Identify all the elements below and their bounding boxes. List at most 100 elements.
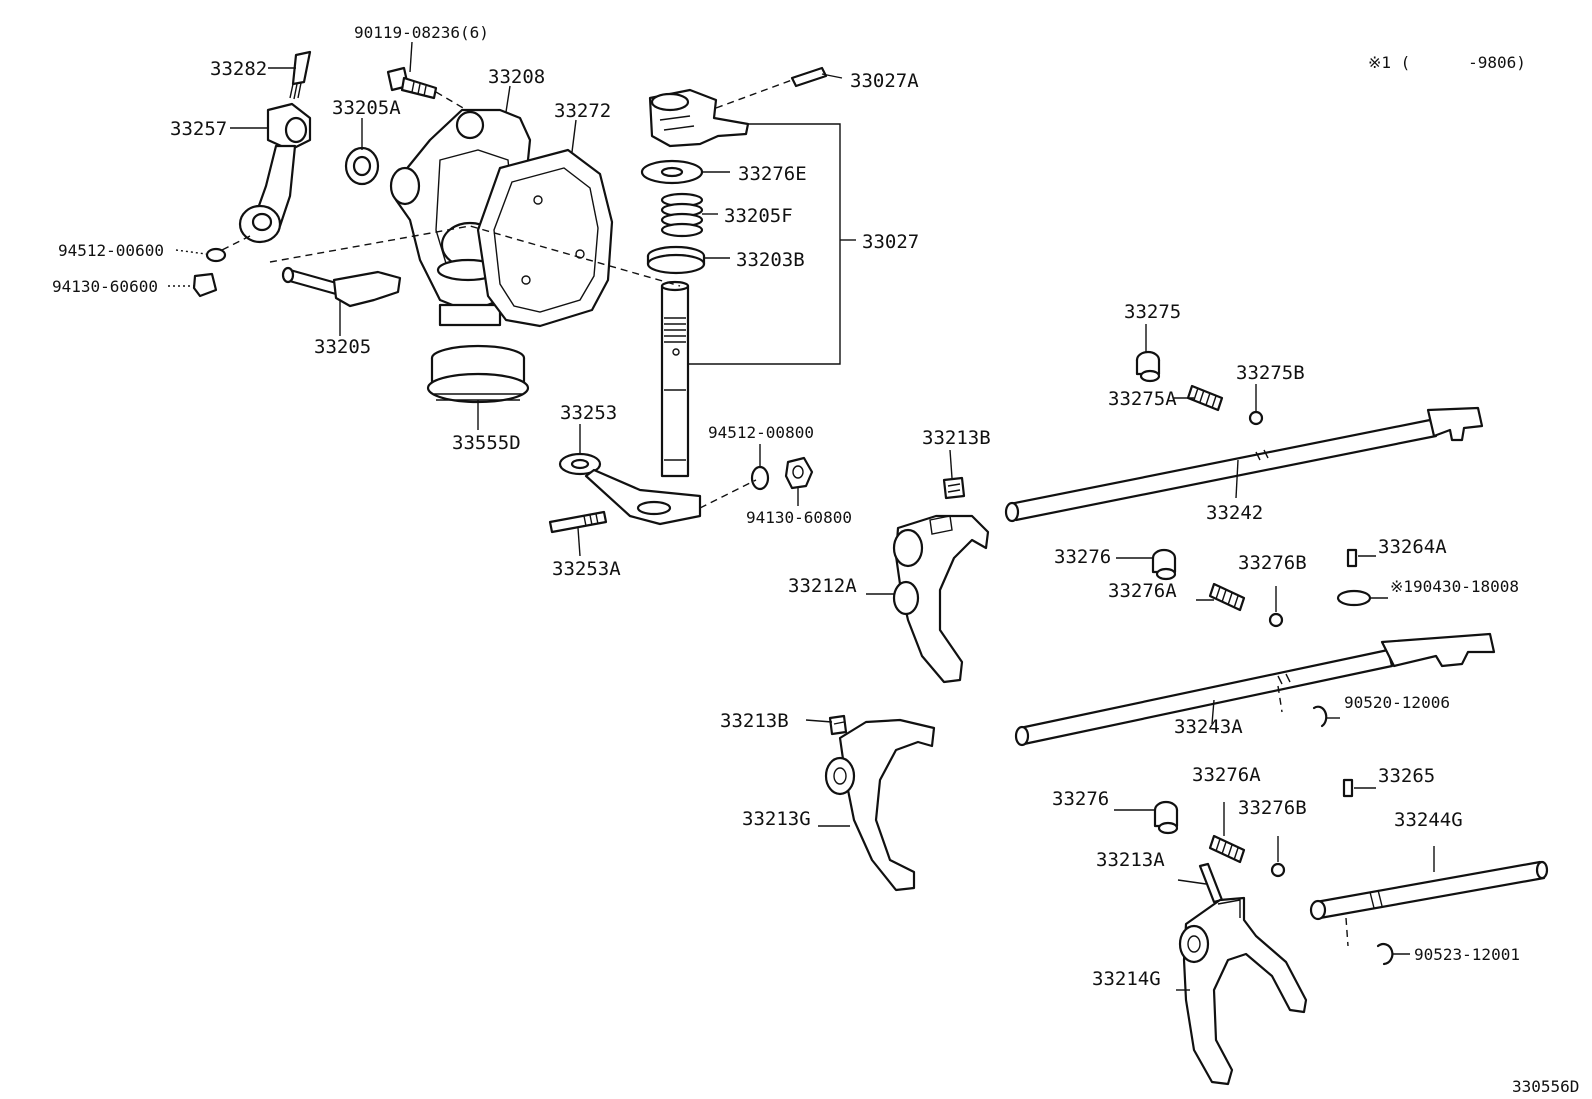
spring-33205F <box>660 192 704 238</box>
assembly-line-7 <box>1345 917 1349 947</box>
rail-33244G <box>1309 860 1549 921</box>
figure-id: 330556D <box>1512 1077 1579 1096</box>
spring-33276A-b <box>1208 834 1246 864</box>
pin-33264A <box>1346 548 1358 568</box>
label-33257: 33257 <box>170 118 227 140</box>
label-90119-08236: 90119-08236(6) <box>354 23 489 42</box>
label-33253: 33253 <box>560 402 617 424</box>
label-33276B-a: 33276B <box>1238 552 1307 574</box>
label-33276B-b: 33276B <box>1238 797 1307 819</box>
leader-90119 <box>409 41 413 73</box>
pin-33027A <box>790 66 828 88</box>
clip-90523-12001 <box>1376 942 1394 966</box>
plug-33276-a <box>1151 548 1177 581</box>
label-94130-60800: 94130-60800 <box>746 508 852 527</box>
washer-94512-00800 <box>750 465 770 491</box>
assembly-line-3 <box>217 235 251 253</box>
label-33275: 33275 <box>1124 301 1181 323</box>
oil-seal-33205A <box>344 146 380 186</box>
label-33282: 33282 <box>210 58 267 80</box>
leader-33213B-mid <box>805 719 833 723</box>
label-33264A: 33264A <box>1378 536 1447 558</box>
seat-33203B <box>646 245 706 275</box>
label-33276-a: 33276 <box>1054 546 1111 568</box>
label-33027A: 33027A <box>850 70 919 92</box>
shaft-33205 <box>281 266 402 308</box>
label-33243A: 33243A <box>1174 716 1243 738</box>
label-33203B: 33203B <box>736 249 805 271</box>
plate-33276E <box>640 159 704 185</box>
label-33242: 33242 <box>1206 502 1263 524</box>
plug-33276-b <box>1153 800 1179 835</box>
assembly-line-4 <box>715 79 793 109</box>
ball-33275B <box>1248 410 1264 426</box>
label-33253A: 33253A <box>552 558 621 580</box>
label-33276A-a: 33276A <box>1108 580 1177 602</box>
bracket-33027 <box>688 123 841 365</box>
leader-33272 <box>571 119 577 153</box>
label-94130-60600: 94130-60600 <box>52 277 158 296</box>
pin-33265 <box>1342 778 1354 798</box>
nut-94130-60600 <box>192 272 218 298</box>
label-94512-00800: 94512-00800 <box>708 423 814 442</box>
assembly-line-1 <box>435 91 471 113</box>
leader-33253A <box>577 527 581 557</box>
assembly-line-6 <box>1277 685 1283 713</box>
boot-33555D <box>426 344 530 404</box>
washer-190430-18008 <box>1336 589 1372 607</box>
label-33213A: 33213A <box>1096 849 1165 871</box>
lever-33253 <box>558 452 702 526</box>
label-33276E: 33276E <box>738 163 807 185</box>
pin-33282 <box>289 50 312 100</box>
lever-arm-33257 <box>238 102 312 244</box>
label-33213B-mid: 33213B <box>720 710 789 732</box>
label-33027: 33027 <box>862 231 919 253</box>
shift-head-33027 <box>648 88 750 148</box>
label-33276A-b: 33276A <box>1192 764 1261 786</box>
rail-33242 <box>1004 406 1484 523</box>
bolt-90119-08236 <box>386 66 438 100</box>
note-text: ※1 ( -9806) <box>1368 53 1526 72</box>
label-33244G: 33244G <box>1394 809 1463 831</box>
label-90520-12006: 90520-12006 <box>1344 693 1450 712</box>
leader-33213A <box>1177 879 1207 885</box>
label-33205F: 33205F <box>724 205 793 227</box>
plug-33275 <box>1135 350 1161 383</box>
label-33212A: 33212A <box>788 575 857 597</box>
leader-33027A <box>821 73 843 79</box>
label-33276-b: 33276 <box>1052 788 1109 810</box>
nut-94130-60800 <box>784 456 814 490</box>
label-94512-00600: 94512-00600 <box>58 241 164 260</box>
bolt-33253A <box>548 510 608 534</box>
clip-90520-12006 <box>1312 705 1328 728</box>
fork-33212A <box>892 514 990 684</box>
label-33205A: 33205A <box>332 97 401 119</box>
label-33205: 33205 <box>314 336 371 358</box>
spring-33275A <box>1186 384 1224 412</box>
label-33213B-top: 33213B <box>922 427 991 449</box>
gasket-33272 <box>476 148 614 328</box>
label-33275A: 33275A <box>1108 388 1177 410</box>
leader-94512-00600 <box>175 249 207 255</box>
screw-33213B-top <box>942 476 966 500</box>
label-33208: 33208 <box>488 66 545 88</box>
label-33265: 33265 <box>1378 765 1435 787</box>
assembly-line-5 <box>699 479 757 509</box>
label-33275B: 33275B <box>1236 362 1305 384</box>
leader-33242 <box>1235 459 1239 499</box>
label-33555D: 33555D <box>452 432 521 454</box>
shift-shaft <box>660 280 690 478</box>
spring-33276A-a <box>1208 582 1246 612</box>
leader-33213B-top <box>949 449 953 479</box>
assembly-line-2 <box>269 225 681 287</box>
label-190430-18008: ※190430-18008 <box>1390 577 1519 596</box>
label-33214G: 33214G <box>1092 968 1161 990</box>
label-90523-12001: 90523-12001 <box>1414 945 1520 964</box>
ball-33276B-a <box>1268 612 1284 628</box>
fork-33214G <box>1178 896 1308 1086</box>
rail-33243A <box>1014 632 1496 747</box>
label-33272: 33272 <box>554 100 611 122</box>
ball-33276B-b <box>1270 862 1286 878</box>
leader-33208 <box>505 85 511 113</box>
